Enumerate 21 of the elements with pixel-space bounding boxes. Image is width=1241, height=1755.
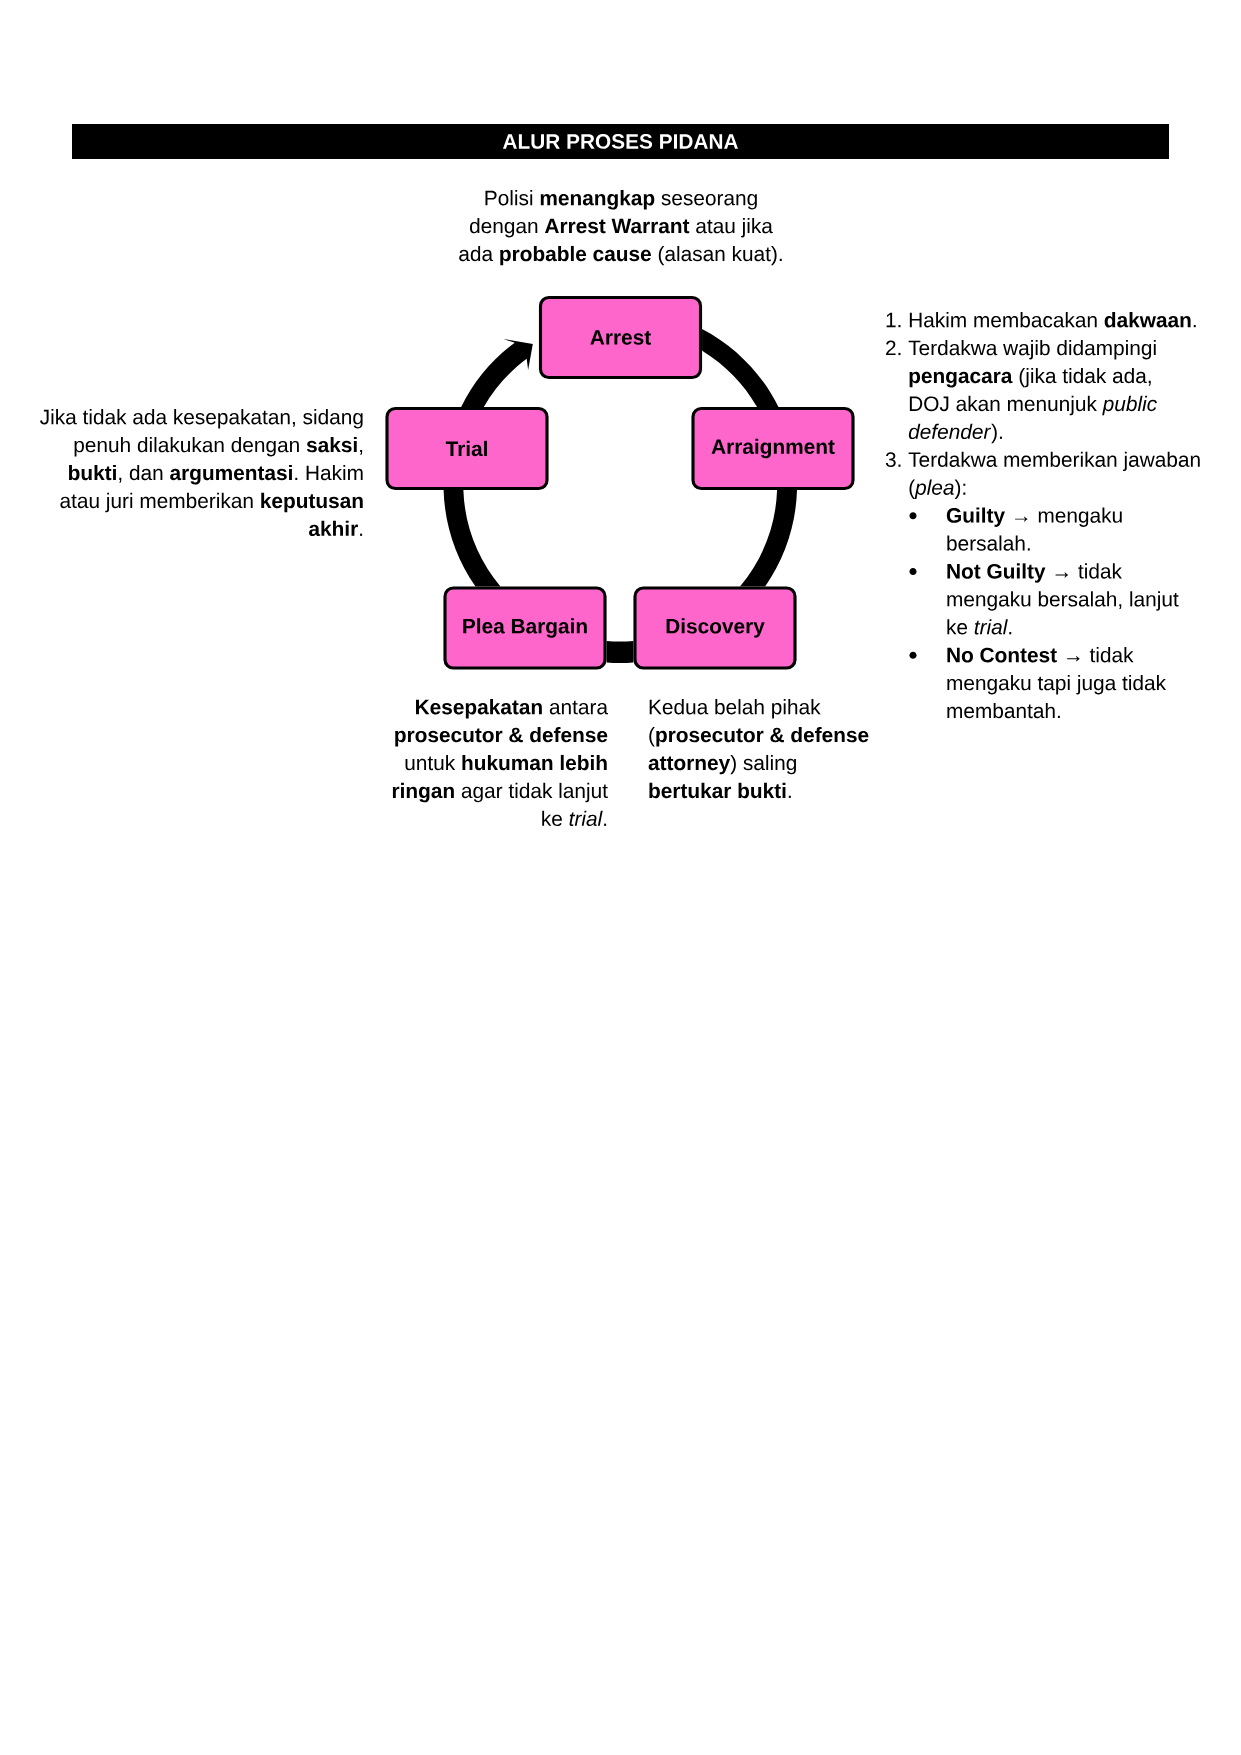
curved-connector bbox=[740, 490, 797, 587]
list-item: No Contest → tidak mengaku tapi juga tidak membantah. bbox=[947, 647, 1167, 719]
process-box: Arrest bbox=[538, 295, 703, 380]
description-text: Polisi menangkap seseorang dengan Arrest Warrant atau jika ada probable cause (alasan kuat). bbox=[459, 190, 782, 266]
list-item: 3. Terdakwa memberikan jawaban (plea): bbox=[885, 451, 1200, 499]
list-item: Guilty → mengaku bersalah. bbox=[946, 507, 1122, 551]
description-text: Jika tidak ada kesepakatan, sidang penuh dilakukan dengan saksi, bukti, dan argumentasi. Hakim atau juri memberikan keputusan akhir. bbox=[40, 409, 363, 537]
process-box: Trial bbox=[385, 406, 549, 491]
list-item: Not Guilty → tidak mengaku bersalah, lanjut ke trial. bbox=[947, 563, 1179, 635]
description-text: Kesepakatan antara prosecutor & defense untuk hukuman lebih ringan agar tidak lanjut ke trial. bbox=[392, 699, 608, 827]
title-bar: ALUR PROSES PIDANA bbox=[72, 124, 1169, 159]
list-item: 1. Hakim membacakan dakwaan. bbox=[886, 312, 1196, 328]
list-item: 2. Terdakwa wajib didampingi pengacara (jika tidak ada, DOJ akan menunjuk public defender). bbox=[886, 340, 1157, 444]
curved-connector bbox=[443, 490, 501, 587]
process-box: Discovery bbox=[633, 586, 797, 670]
process-box: Plea Bargain bbox=[443, 586, 607, 670]
process-box: Arraignment bbox=[691, 406, 855, 491]
curved-connector bbox=[702, 328, 780, 408]
curved-connector bbox=[606, 640, 634, 664]
curved-arrow bbox=[461, 339, 533, 407]
description-text: Kedua belah pihak (prosecutor & defense attorney) saling bertukar bukti. bbox=[648, 699, 869, 799]
